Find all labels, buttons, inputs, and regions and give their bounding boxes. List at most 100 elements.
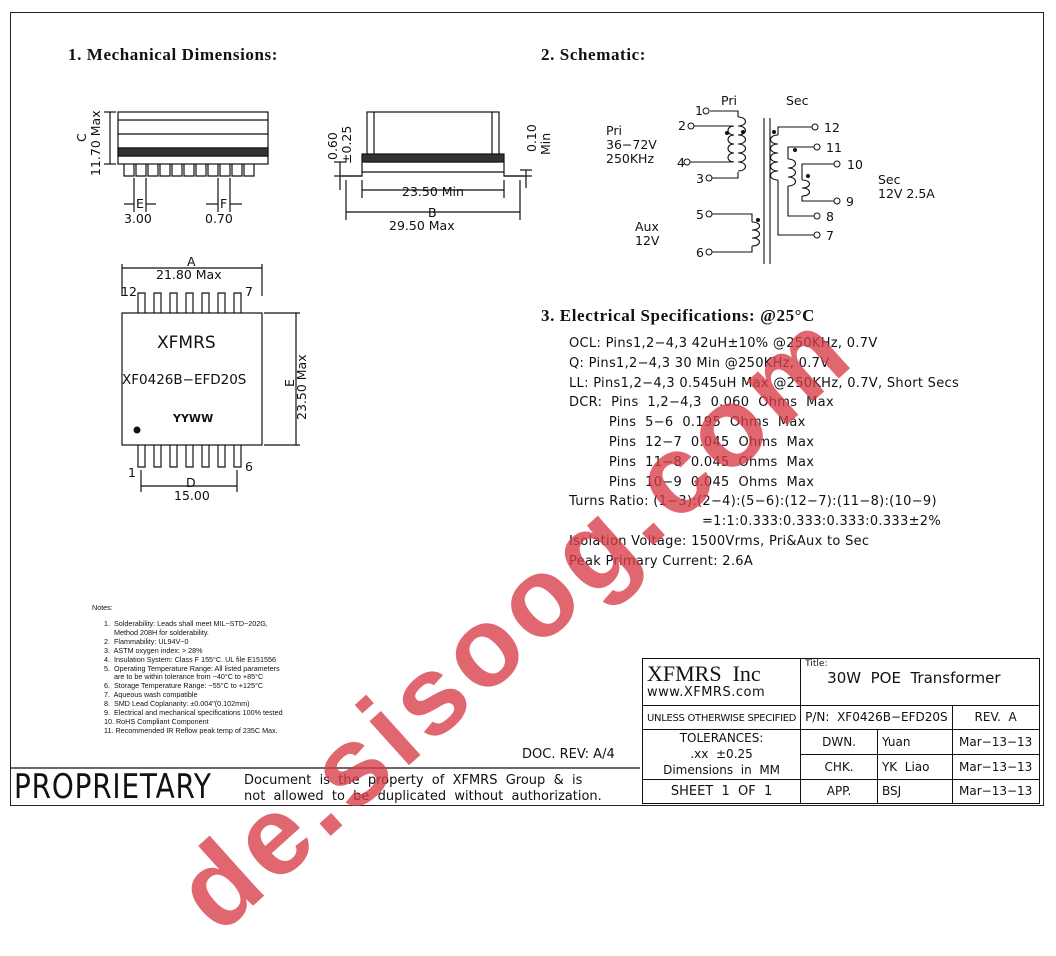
end-dim-2350: 23.50 Min xyxy=(402,184,464,199)
pin-label-1: 1 xyxy=(128,465,136,480)
title-cell: Title: 30W POE Transformer xyxy=(800,658,1040,706)
doc-revision: DOC. REV: A/4 xyxy=(522,747,615,762)
dwn-label: DWN. xyxy=(800,728,878,755)
schem-pin-8: 8 xyxy=(826,209,834,224)
chk-label: CHK. xyxy=(800,753,878,780)
note-line: 10. RoHS Compliant Component xyxy=(104,716,209,726)
dim-f-value: 0.70 xyxy=(205,211,233,226)
top-dim-d: D xyxy=(186,475,196,490)
schem-aux-voltage: 12V xyxy=(635,233,660,248)
schematic-title: 2. Schematic: xyxy=(541,45,647,64)
spec-line: Pins 12−7 0.045 Ohms Max xyxy=(569,434,815,450)
note-line: 3. ASTM oxygen index: > 28% xyxy=(104,645,203,655)
schem-pri-freq: 250KHz xyxy=(606,151,655,166)
body-date-code: YYWW xyxy=(173,412,214,425)
company-cell: XFMRS Inc www.XFMRS.com xyxy=(641,658,802,706)
schem-pin-7: 7 xyxy=(826,228,834,243)
dim-e-value: 3.00 xyxy=(124,211,152,226)
spec-line: Isolation Voltage: 1500Vrms, Pri&Aux to … xyxy=(569,533,870,549)
note-line: 2. Flammability: UL94V−0 xyxy=(104,636,189,646)
end-dim-2950: 29.50 Max xyxy=(389,218,455,233)
part-number: P/N: XF0426B−EFD20S xyxy=(800,704,953,730)
dim-c-label: C xyxy=(74,133,89,142)
app-date: Mar−13−13 xyxy=(951,778,1040,805)
note-line: 11. Recommended IR Reflow peak temp of 2… xyxy=(104,725,278,735)
spec-line: Q: Pins1,2−4,3 30 Min @250KHz, 0.7V xyxy=(569,355,830,371)
note-line: 9. Electrical and mechanical specificati… xyxy=(104,708,283,718)
schem-sec-rating: 12V 2.5A xyxy=(878,186,935,201)
schem-pin-9: 9 xyxy=(846,194,854,209)
spec-line: DCR: Pins 1,2−4,3 0.060 Ohms Max xyxy=(569,395,834,411)
pin-label-7: 7 xyxy=(245,284,253,299)
app-label: APP. xyxy=(800,778,878,805)
chk-name: YK Liao xyxy=(876,753,953,780)
unless-specified: UNLESS OTHERWISE SPECIFIED xyxy=(641,704,802,730)
schem-pin-6: 6 xyxy=(696,245,704,260)
end-dim-010: 0.10 xyxy=(524,124,539,152)
spec-line: Peak Primary Current: 2.6A xyxy=(569,553,754,569)
top-dim-d-value: 15.00 xyxy=(174,488,210,503)
proprietary-line-2: not allowed to be duplicated without aut… xyxy=(244,789,602,804)
schem-pin-12: 12 xyxy=(824,120,840,135)
dim-f-label: F xyxy=(220,196,228,211)
dwn-date: Mar−13−13 xyxy=(951,728,1040,755)
dim-e-label: E xyxy=(136,196,144,211)
top-dim-a: A xyxy=(187,254,196,269)
schem-pin-5: 5 xyxy=(696,207,704,222)
schem-pin-1: 1 xyxy=(695,103,703,118)
spec-line: Pins 11−8 0.045 Ohms Max xyxy=(569,454,815,470)
app-name: BSJ xyxy=(876,778,953,805)
top-dim-a-value: 21.80 Max xyxy=(156,267,222,282)
schem-pin-3: 3 xyxy=(696,171,704,186)
end-dim-b: B xyxy=(428,205,437,220)
schem-aux: Aux xyxy=(635,219,659,234)
pin-label-6: 6 xyxy=(245,459,253,474)
pin-label-12: 12 xyxy=(121,284,137,299)
chk-date: Mar−13−13 xyxy=(951,753,1040,780)
drawing-title: 30W POE Transformer xyxy=(827,669,1001,687)
note-line: 8. SMD Lead Coplanarity: ±0.004"(0.102mm… xyxy=(104,699,250,709)
schem-pri-voltage: 36−72V xyxy=(606,137,657,152)
spec-line: Pins 10−9 0.045 Ohms Max xyxy=(569,474,815,490)
note-line: Method 208H for solderability. xyxy=(104,627,209,637)
proprietary-line-1: Document is the property of XFMRS Group … xyxy=(244,773,583,788)
schem-pri-label: Pri xyxy=(606,123,622,138)
proprietary-stamp: PROPRIETARY xyxy=(14,767,212,807)
dim-c-value: 11.70 Max xyxy=(88,110,103,176)
body-part-number: XF0426B−EFD20S xyxy=(122,372,247,388)
end-dim-060: 0.60 xyxy=(325,132,340,160)
schem-pin-2: 2 xyxy=(678,118,686,133)
dwn-name: Yuan xyxy=(876,728,953,755)
schem-sec: Sec xyxy=(786,93,809,108)
schem-sec-label: Sec xyxy=(878,172,901,187)
note-line: 4. Insulation System: Class F 155°C. UL … xyxy=(104,654,276,664)
company-name: XFMRS Inc xyxy=(647,661,761,687)
spec-line: Turns Ratio: (1−3):(2−4):(5−6):(12−7):(1… xyxy=(569,494,937,510)
mechanical-drawing xyxy=(10,107,841,769)
spec-line: OCL: Pins1,2−4,3 42uH±10% @250KHz, 0.7V xyxy=(569,336,878,351)
schem-pin-4: 4 xyxy=(677,155,685,170)
end-dim-min: Min xyxy=(538,132,553,155)
schem-pin-11: 11 xyxy=(826,140,842,155)
mechanical-title: 1. Mechanical Dimensions: xyxy=(68,45,279,64)
notes-list: 1. Solderability: Leads shall meet MIL−S… xyxy=(104,619,283,736)
spec-line: =1:1:0.333:0.333:0.333:0.333±2% xyxy=(569,514,941,530)
note-line: 5. Operating Temperature Range: All list… xyxy=(104,663,280,673)
note-line: 6. Storage Temperature Range: −55°C to +… xyxy=(104,681,264,691)
spec-list: OCL: Pins1,2−4,3 42uH±10% @250KHz, 0.7V … xyxy=(569,336,959,574)
schem-pri: Pri xyxy=(721,93,737,108)
note-line: are to be within tolerance from −40°C to… xyxy=(104,672,264,682)
end-dim-tol: ±0.25 xyxy=(339,125,354,164)
title-block: XFMRS Inc www.XFMRS.com Title: 30W POE T… xyxy=(641,658,1040,805)
schem-pin-10: 10 xyxy=(847,157,863,172)
electrical-title: 3. Electrical Specifications: @25°C xyxy=(541,306,816,325)
spec-line: Pins 5−6 0.195 Ohms Max xyxy=(569,415,806,431)
spec-line: LL: Pins1,2−4,3 0.545uH Max @250KHz, 0.7… xyxy=(569,375,960,391)
sheet-number: SHEET 1 OF 1 xyxy=(641,778,802,805)
tolerances: TOLERANCES: .xx ±0.25 Dimensions in MM xyxy=(641,728,802,780)
note-line: 7. Aqueous wash compatible xyxy=(104,690,198,700)
company-website: www.XFMRS.com xyxy=(647,685,766,701)
body-brand: XFMRS xyxy=(157,333,216,353)
revision: REV. A xyxy=(951,704,1040,730)
drawing-border xyxy=(10,12,1044,806)
